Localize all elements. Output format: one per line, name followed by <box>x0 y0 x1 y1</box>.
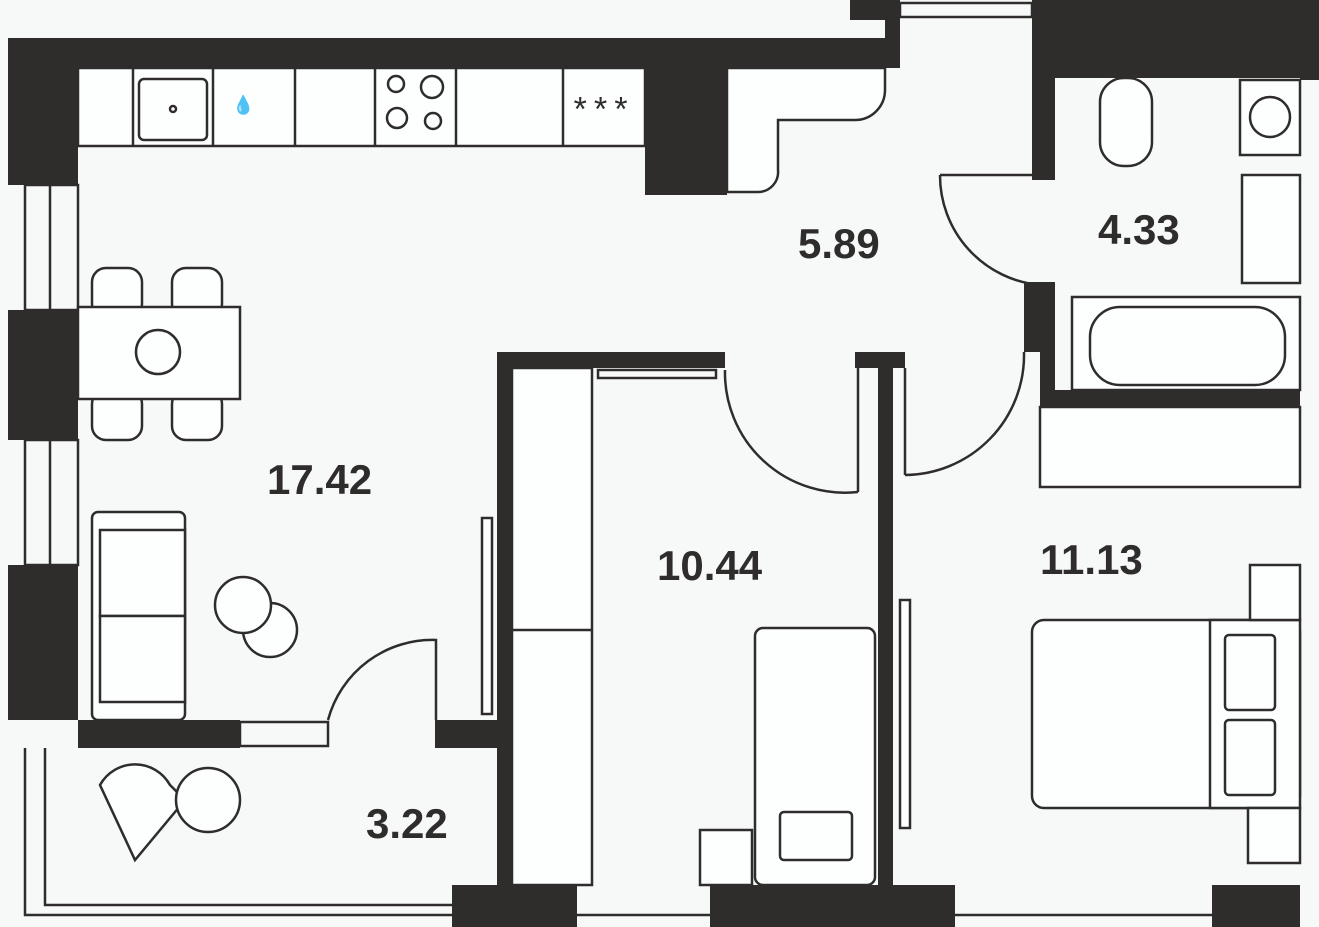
flower-icon <box>134 328 182 376</box>
windows <box>23 1 1212 917</box>
sink-icon <box>137 77 209 142</box>
hallway-wardrobe <box>326 66 1041 721</box>
bathtub-icon <box>1070 295 1302 392</box>
area-bathroom: 4.33 <box>1098 206 1180 253</box>
toilet-icon <box>1098 76 1154 168</box>
area-living-kitchen: 17.42 <box>267 456 372 503</box>
dishwasher-icon: 💧 <box>232 94 254 115</box>
balcony-furniture <box>98 763 242 863</box>
single-bed <box>698 626 877 887</box>
area-hallway: 5.89 <box>798 220 880 267</box>
area-bedroom-small: 10.44 <box>657 542 763 589</box>
double-bed <box>1030 563 1302 865</box>
washbasin-icon <box>1240 173 1302 285</box>
kitchen-counter: 💧 *** <box>76 66 647 148</box>
area-bedroom-master: 11.13 <box>1040 536 1143 583</box>
dining-table <box>76 266 242 442</box>
sofa <box>90 510 299 722</box>
stove-icon <box>386 74 406 94</box>
bathroom-fixtures <box>1070 76 1302 392</box>
walls <box>8 0 1319 927</box>
fridge-symbol: *** <box>570 95 631 133</box>
bedroom-wardrobe <box>480 366 1302 887</box>
area-balcony: 3.22 <box>366 800 448 847</box>
